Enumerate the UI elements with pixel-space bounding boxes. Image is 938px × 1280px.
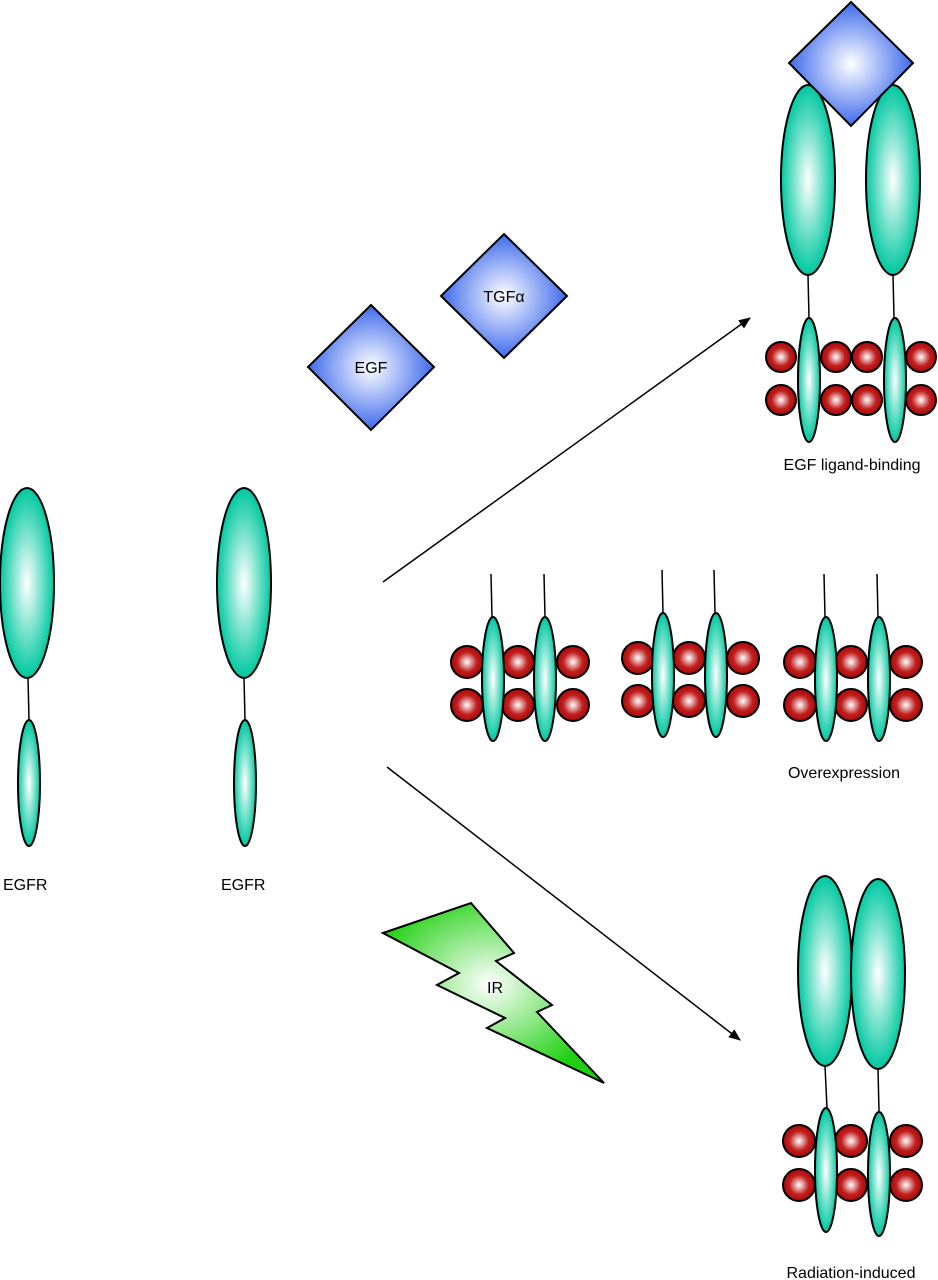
extracellular-domain bbox=[780, 84, 836, 276]
transmembrane-linker bbox=[243, 677, 246, 721]
receptor-label: EGFR bbox=[221, 877, 265, 894]
egfr-receptor-1: EGFR bbox=[0, 487, 55, 894]
phosphate-group bbox=[765, 341, 937, 416]
egfr-receptor-2: EGFR bbox=[216, 487, 272, 894]
ligand-tgf-alpha: TGFα bbox=[439, 232, 569, 360]
intracellular-domain bbox=[867, 1111, 891, 1237]
arrow-to-ligand-binding bbox=[382, 317, 751, 583]
transmembrane-linker bbox=[892, 274, 895, 319]
outcome-radiation-induced: Radiation-induced bbox=[782, 875, 923, 1280]
transmembrane-linker bbox=[27, 677, 30, 721]
transmembrane-linker bbox=[824, 1065, 828, 1109]
intracellular-domain bbox=[233, 719, 257, 847]
ligand-diamond bbox=[306, 303, 436, 432]
extracellular-domain bbox=[797, 875, 853, 1067]
extracellular-domain bbox=[0, 487, 55, 679]
bound-ligand-diamond bbox=[787, 0, 915, 128]
extracellular-domain bbox=[865, 84, 921, 276]
receptor-pair bbox=[783, 573, 923, 742]
receptor-pair bbox=[621, 569, 760, 738]
intracellular-domain bbox=[883, 317, 907, 443]
lightning-bolt-icon bbox=[380, 901, 605, 1084]
phosphate-group bbox=[782, 1124, 923, 1202]
receptor-label: EGFR bbox=[3, 877, 47, 894]
outcome-label: EGF ligand-binding bbox=[784, 457, 921, 474]
ligand-diamond bbox=[439, 232, 569, 360]
receptor-pair bbox=[450, 573, 590, 742]
transmembrane-linker bbox=[877, 1068, 880, 1112]
radiation-label: IR bbox=[487, 980, 503, 997]
extracellular-domain bbox=[216, 487, 272, 679]
extracellular-domain bbox=[850, 878, 906, 1070]
ligand-label: EGF bbox=[355, 360, 388, 377]
ligand-egf: EGF bbox=[306, 303, 436, 432]
intracellular-domain bbox=[797, 317, 821, 443]
outcome-label: Overexpression bbox=[788, 765, 900, 782]
intracellular-domain bbox=[814, 1107, 838, 1233]
outcome-overexpression: Overexpression bbox=[450, 569, 923, 782]
arrow-to-radiation-induced bbox=[386, 766, 741, 1041]
ligand-label: TGFα bbox=[483, 289, 524, 306]
intracellular-domain bbox=[17, 719, 41, 847]
transmembrane-linker bbox=[807, 274, 810, 319]
outcome-label: Radiation-induced bbox=[787, 1265, 916, 1280]
outcome-ligand-binding: EGF ligand-binding bbox=[765, 0, 937, 474]
ionizing-radiation: IR bbox=[380, 901, 605, 1084]
